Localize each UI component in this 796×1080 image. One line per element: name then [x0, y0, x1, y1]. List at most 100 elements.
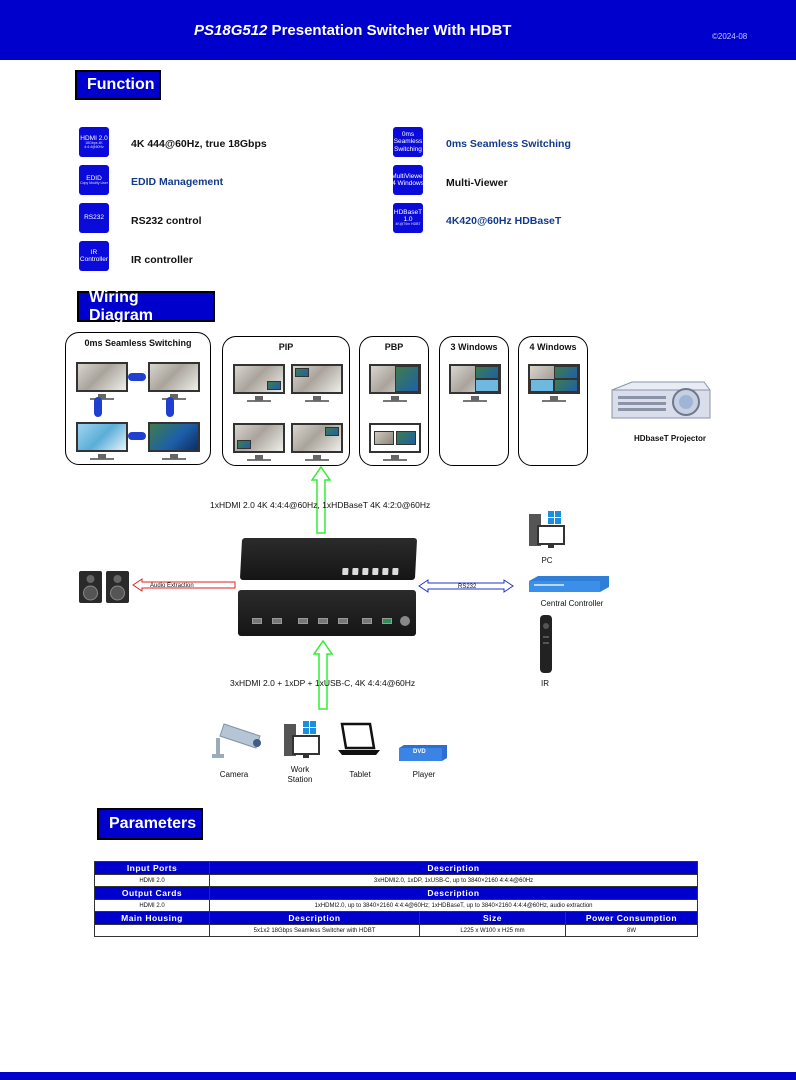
window-tile — [554, 379, 578, 392]
rs232-arrow-icon — [418, 579, 514, 593]
switch-arrow-right-icon — [128, 373, 146, 381]
table-cell: Description — [209, 861, 698, 875]
input-caption: 3xHDMI 2.0 + 1xDP + 1xUSB-C, 4K 4:4:4@60… — [230, 678, 416, 688]
rs232-port — [382, 618, 392, 624]
seamless-panel: 0ms Seamless Switching — [65, 332, 211, 465]
feature-hdmi: 4K 444@60Hz, true 18Gbps — [131, 138, 267, 150]
ir-icon-title: IR Controller — [79, 248, 109, 263]
source-player-label: Player — [412, 770, 436, 779]
table-cell — [94, 924, 210, 937]
table-cell: Size — [419, 911, 566, 925]
table-cell: 3xHDMI2.0, 1xDP, 1xUSB-C, up to 3840×216… — [209, 874, 698, 887]
wiring-heading: Wiring Diagram — [77, 289, 215, 324]
pc-label: PC — [541, 556, 553, 565]
table-row: HDMI 2.0 1xHDMI2.0, up to 3840×2160 4:4:… — [94, 899, 698, 912]
front-button — [352, 568, 359, 575]
copyright: ©2024-08 — [712, 32, 748, 41]
pip-panel-title: PIP — [278, 342, 294, 352]
table-row: 5x1x2 18Gbps Seamless Switcher with HDBT… — [94, 924, 698, 937]
projector-icon — [606, 378, 712, 424]
hdmi-port — [318, 618, 328, 624]
footer-bar — [0, 1072, 796, 1080]
table-header-row: Main Housing Description Size Power Cons… — [94, 911, 698, 925]
hdmi-port — [338, 618, 348, 624]
table-header-row: Input Ports Description — [94, 861, 698, 875]
front-button — [342, 568, 349, 575]
front-button — [362, 568, 369, 575]
switcher-rear-device — [238, 590, 416, 636]
rs232-arrow-label: RS232 — [458, 584, 477, 590]
rs232-icon: RS232 — [79, 203, 109, 233]
feature-ir: IR controller — [131, 254, 193, 266]
speaker-icon — [78, 570, 130, 604]
source-camera-label: Camera — [219, 770, 249, 779]
edid-icon-title: EDID — [86, 174, 102, 182]
front-button — [392, 568, 399, 575]
source-workstation-label: Work Station — [287, 765, 313, 784]
hdmi-icon-sub: 18Gbps 4K 4:4:4@60Hz — [84, 140, 104, 149]
table-cell: Description — [209, 886, 698, 900]
pbp-panel: PBP — [359, 336, 429, 466]
table-row: HDMI 2.0 3xHDMI2.0, 1xDP, 1xUSB-C, up to… — [94, 874, 698, 887]
source-tablet-label: Tablet — [349, 770, 371, 779]
player-badge: DVD — [413, 749, 426, 755]
table-cell: 8W — [565, 924, 698, 937]
pbp-half — [396, 431, 416, 445]
controller-label: Central Controller — [540, 599, 604, 608]
table-header-row: Output Cards Description — [94, 886, 698, 900]
four-windows-panel: 4 Windows — [518, 336, 588, 466]
table-cell: 5x1x2 18Gbps Seamless Switcher with HDBT — [209, 924, 420, 937]
table-cell: 1xHDMI2.0, up to 3840×2160 4:4:4@60Hz; 1… — [209, 899, 698, 912]
workstation-icon — [283, 720, 321, 760]
input-arrow-icon — [312, 639, 334, 710]
hdmi-port — [298, 618, 308, 624]
pbp-panel-title: PBP — [384, 342, 404, 352]
parameters-heading: Parameters — [97, 808, 203, 840]
switch-arrow-up-icon — [94, 397, 102, 417]
function-heading: Function — [75, 70, 161, 100]
page-title: PS18G512 Presentation Switcher With HDBT — [194, 22, 511, 39]
feature-hdbaset: 4K420@60Hz HDBaseT — [446, 215, 562, 227]
monitor-2 — [148, 362, 200, 400]
hdbaset-icon-sub: 4K@70m HDBT — [395, 222, 421, 227]
seamless-panel-title: 0ms Seamless Switching — [84, 338, 192, 348]
table-cell: HDMI 2.0 — [94, 899, 210, 912]
table-cell: Main Housing — [94, 911, 210, 925]
tablet-icon — [336, 722, 382, 756]
switcher-front-device — [239, 538, 418, 580]
pip-monitor-1 — [233, 364, 285, 402]
table-cell: Power Consumption — [565, 911, 698, 925]
central-controller-icon — [528, 575, 610, 593]
monitor-1 — [76, 362, 128, 400]
model-number: PS18G512 — [194, 22, 268, 39]
seamless-icon-title: 0ms Seamless Switching — [393, 131, 423, 153]
audio-arrow-icon — [132, 578, 236, 592]
three-windows-title: 3 Windows — [450, 342, 498, 352]
pip-monitor-3 — [233, 423, 285, 461]
pbp-monitor-2 — [369, 423, 421, 461]
hdmi-icon-title: HDMI 2.0 — [80, 134, 108, 142]
parameters-table: Input Ports Description HDMI 2.0 3xHDMI2… — [94, 861, 698, 937]
table-cell: HDMI 2.0 — [94, 874, 210, 887]
table-cell: L225 x W100 x H25 mm — [419, 924, 566, 937]
lan-port — [252, 618, 262, 624]
table-cell: Output Cards — [94, 886, 210, 900]
pip-monitor-4 — [291, 423, 343, 461]
edid-icon-sub: Copy Modify User — [80, 180, 108, 185]
hdbaset-icon-title: HDBaseT 1.0 — [393, 208, 423, 224]
camera-icon — [210, 720, 264, 760]
pbp-half — [395, 366, 419, 392]
header-bar: PS18G512 Presentation Switcher With HDBT… — [0, 0, 796, 60]
feature-edid: EDID Management — [131, 176, 224, 188]
three-windows-panel: 3 Windows — [439, 336, 509, 466]
window-tile — [475, 379, 499, 392]
four-windows-monitor — [528, 364, 580, 402]
three-windows-monitor — [449, 364, 501, 402]
window-tile — [475, 366, 499, 379]
feature-rs232: RS232 control — [131, 215, 202, 227]
player-icon: DVD — [398, 744, 448, 762]
feature-multiviewer: Multi-Viewer — [446, 177, 508, 189]
pip-inset — [325, 427, 339, 436]
